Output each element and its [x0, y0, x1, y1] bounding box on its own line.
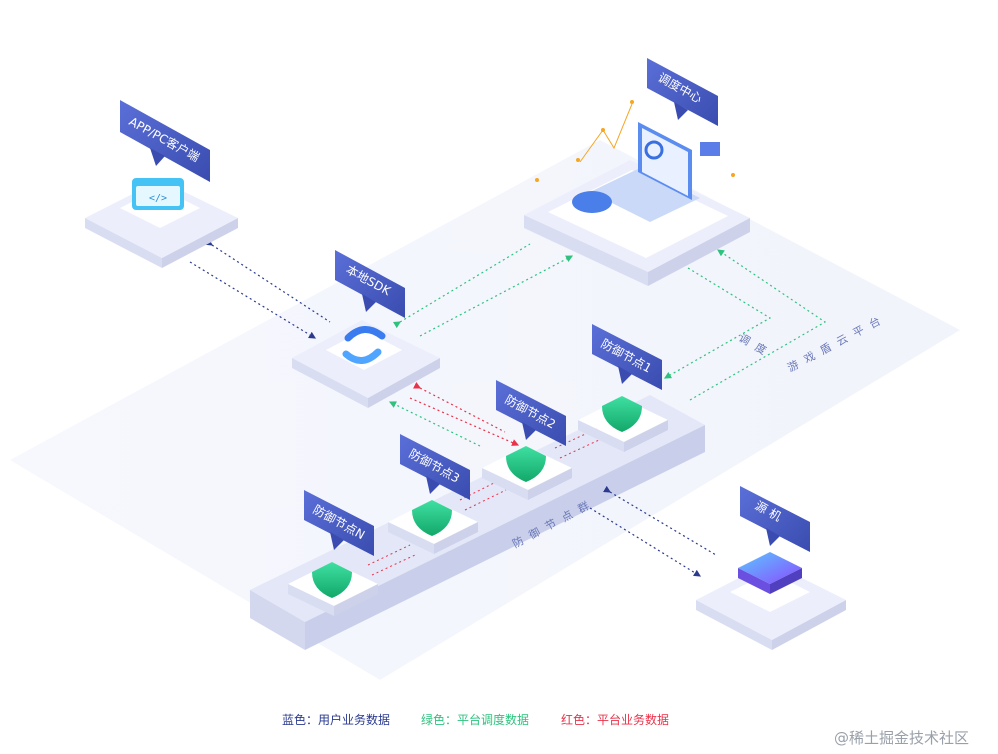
- legend: 蓝色：用户业务数据 绿色：平台调度数据 红色：平台业务数据: [282, 712, 669, 727]
- client-tag: APP/PC客户端: [120, 100, 210, 182]
- legend-blue: 蓝色：用户业务数据: [282, 712, 390, 727]
- green-line-defense-sdk: [388, 401, 481, 447]
- defense-2-tag: 防御节点2: [496, 380, 566, 446]
- defense-3-tag: 防御节点3: [400, 434, 470, 500]
- sdk-node: 本地SDK: [292, 250, 440, 408]
- box-icon: [700, 142, 720, 156]
- scheduler-tag: 调度中心: [647, 58, 718, 126]
- server-icon: [738, 552, 802, 594]
- defense-node-1: 防御节点1: [578, 324, 668, 452]
- green-line-sdk-scheduler-b: [419, 255, 574, 337]
- red-line-sdk-defense-a: [413, 382, 506, 433]
- blue-line-defense-origin-b: [589, 507, 702, 577]
- defense-cluster-platform: [250, 395, 705, 650]
- defense-node-2: 防御节点2: [482, 380, 572, 500]
- blue-line-defense-origin-a: [603, 485, 717, 556]
- scheduler-node: 调度中心: [524, 58, 750, 286]
- shield-icon: [506, 446, 546, 482]
- connectors: [189, 238, 827, 577]
- origin-node: 源 机: [696, 486, 846, 650]
- green-line-sdk-scheduler-a: [393, 243, 531, 329]
- shield-icon: [412, 500, 452, 536]
- svg-text:</>: </>: [149, 193, 167, 204]
- blue-line-client-sdk-a: [205, 238, 331, 323]
- green-line-schedule-a: [663, 267, 772, 379]
- origin-tag: 源 机: [740, 486, 810, 552]
- watermark: @稀土掘金技术社区: [834, 729, 969, 747]
- background-floor: [10, 140, 960, 680]
- shield-icon: [312, 562, 352, 598]
- blue-line-client-sdk-b: [189, 261, 317, 339]
- laptop-icon: [572, 122, 700, 222]
- green-line-schedule-b: [689, 249, 827, 401]
- client-node: </> APP/PC客户端: [85, 100, 238, 268]
- legend-red: 红色：平台业务数据: [561, 712, 669, 727]
- legend-green: 绿色：平台调度数据: [421, 712, 529, 727]
- defense-node-3: 防御节点3: [388, 434, 478, 554]
- sync-icon: [342, 326, 386, 364]
- shield-icon: [602, 396, 642, 432]
